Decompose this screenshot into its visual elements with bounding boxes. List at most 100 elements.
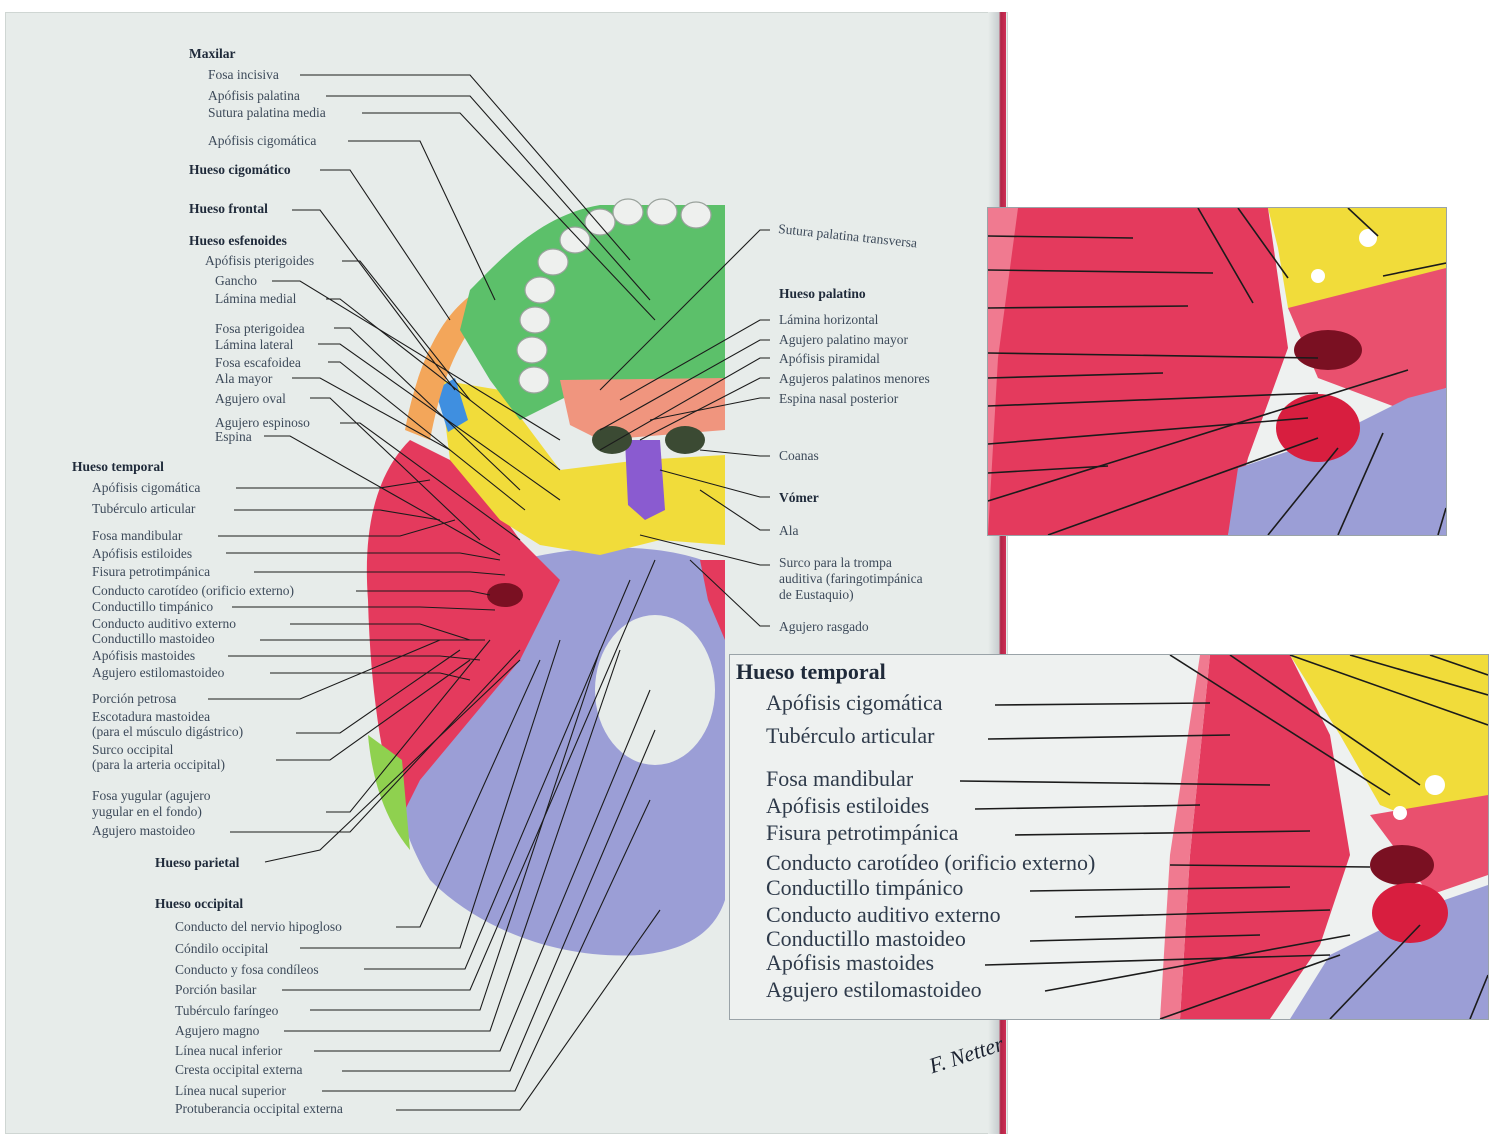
- inset1-occipital: [1228, 388, 1446, 535]
- inset2-leader-11: [1169, 655, 1391, 796]
- leader-line-9: [334, 327, 521, 491]
- inset2-leader-2: [959, 780, 1271, 786]
- leader-line-38: [284, 649, 621, 1032]
- label-temporal-item-15: (para la arteria occipital): [92, 757, 226, 772]
- temporal-bone-right: [700, 560, 725, 640]
- leader-line-10: [318, 343, 561, 501]
- inset1-foramen-ovale: [1359, 229, 1377, 247]
- inset2-mastoid: [1372, 883, 1448, 943]
- inset1-mastoid: [1276, 394, 1360, 462]
- leader-line-3: [348, 140, 496, 301]
- leader-line-16: [236, 479, 431, 489]
- label-hueso-palatino: Hueso palatino: [779, 286, 866, 301]
- tooth-6: [524, 276, 556, 304]
- label-hueso-parietal: Hueso parietal: [155, 855, 240, 870]
- inset2-label-9: Apófisis mastoides: [766, 950, 935, 975]
- label-temporal-item-17: yugular en el fondo): [92, 804, 202, 819]
- teeth-row: [516, 198, 712, 394]
- inset2-foramen-spinosum: [1425, 775, 1445, 795]
- leader-line-50: [659, 469, 770, 498]
- label-esfenoides-item-0: Apófisis pterigoides: [205, 253, 315, 268]
- leader-line-23: [290, 623, 471, 641]
- label-palatino-item-4: Espina nasal posterior: [779, 391, 899, 406]
- label-temporal-item-18: Agujero mastoideo: [92, 823, 196, 838]
- label-temporal-item-4: Fisura petrotimpánica: [92, 564, 211, 579]
- choanae-left: [592, 426, 632, 454]
- label-esfenoides-item-4: Lámina lateral: [215, 337, 294, 352]
- label-esfenoides-item-9: Espina: [215, 429, 252, 444]
- leader-line-12: [292, 377, 451, 451]
- inset2-temporal-edge: [1160, 655, 1210, 1019]
- label-esfenoides-item-6: Ala mayor: [215, 371, 273, 386]
- leader-line-33: [396, 659, 541, 928]
- inset-zoom-temporal-art: [959, 655, 1488, 1019]
- inset1-temporal-edge: [988, 208, 1018, 535]
- leader-line-35: [364, 579, 631, 970]
- inset2-title: Hueso temporal: [736, 659, 886, 684]
- inset2-label-8: Conductillo mastoideo: [766, 926, 966, 951]
- inset2-leader-17: [1469, 974, 1488, 1019]
- label-temporal-item-9: Apófisis mastoides: [92, 648, 196, 663]
- leader-line-2: [362, 112, 656, 321]
- label-temporal-item-10: Agujero estilomastoideo: [92, 665, 225, 680]
- inset2-leader-9: [984, 954, 1331, 966]
- inset2-label-3: Apófisis estiloides: [766, 793, 930, 818]
- label-temporal-item-7: Conducto auditivo externo: [92, 616, 236, 631]
- leader-line-25: [228, 655, 481, 661]
- inset2-leader-7: [1074, 909, 1331, 918]
- leader-line-42: [396, 909, 661, 1111]
- label-palatino-item-0: Lámina horizontal: [779, 312, 879, 327]
- label-temporal-item-6: Conductillo timpánico: [92, 599, 214, 614]
- leader-line-6: [342, 260, 471, 401]
- label-temporal-item-1: Tubérculo articular: [92, 501, 196, 516]
- tooth-3: [584, 208, 616, 236]
- leader-line-18: [218, 519, 456, 537]
- leader-line-15: [264, 435, 501, 556]
- label-temporal-item-11: Porción petrosa: [92, 691, 177, 706]
- inset2-foramen: [1393, 806, 1407, 820]
- leader-line-19: [226, 552, 501, 561]
- temporal-bone-left: [366, 440, 560, 820]
- label-maxilar-item-1: Apófisis palatina: [208, 88, 300, 103]
- leader-line-20: [254, 571, 506, 576]
- inset2-leader-18: [1159, 954, 1341, 1019]
- inset2-temporal: [1180, 655, 1350, 1019]
- label-vomer: Vómer: [779, 490, 819, 505]
- leader-line-11: [328, 361, 526, 511]
- label-occipital-item-9: Protuberancia occipital externa: [175, 1101, 343, 1116]
- label-occipital-item-2: Conducto y fosa condíleos: [175, 962, 319, 977]
- label-ala: Ala: [779, 523, 799, 538]
- inset2-leader-4: [1014, 830, 1311, 836]
- label-surco-trompa-1: Surco para la trompa: [779, 555, 892, 570]
- inset2-label-2: Fosa mandibular: [766, 766, 914, 791]
- label-maxilar-item-2: Sutura palatina media: [208, 105, 326, 120]
- label-occipital-item-1: Cóndilo occipital: [175, 941, 269, 956]
- palatine-bone: [560, 378, 725, 440]
- label-temporal-item-16: Fosa yugular (agujero: [92, 788, 211, 803]
- label-occipital-item-5: Agujero magno: [175, 1023, 260, 1038]
- label-esfenoides-item-7: Agujero oval: [215, 391, 286, 406]
- inset2-leader-5: [1169, 864, 1371, 868]
- leader-line-51: [699, 489, 770, 531]
- tooth-7: [519, 306, 551, 334]
- label-temporal-item-5: Conducto carotídeo (orificio externo): [92, 583, 295, 598]
- label-occipital-item-0: Conducto del nervio hipogloso: [175, 919, 342, 934]
- tooth-5: [537, 248, 569, 276]
- label-temporal-item-13: (para el músculo digástrico): [92, 724, 244, 739]
- label-palatino-item-3: Agujeros palatinos menores: [779, 371, 930, 386]
- carotid-canal: [487, 583, 523, 607]
- frontal-bone: [435, 378, 468, 432]
- label-coanas: Coanas: [779, 448, 819, 463]
- inset1-carotid-canal: [1294, 330, 1362, 370]
- leader-line-36: [282, 559, 656, 991]
- tooth-9: [518, 366, 550, 394]
- leader-line-5: [292, 209, 456, 391]
- leader-line-22: [232, 606, 496, 611]
- inset2-leader-0: [994, 702, 1211, 706]
- leader-line-34: [300, 639, 561, 949]
- tooth-8: [516, 336, 548, 364]
- leader-line-7: [272, 280, 561, 441]
- leader-line-0: [300, 74, 631, 261]
- label-esfenoides-item-8: Agujero espinoso: [215, 415, 310, 430]
